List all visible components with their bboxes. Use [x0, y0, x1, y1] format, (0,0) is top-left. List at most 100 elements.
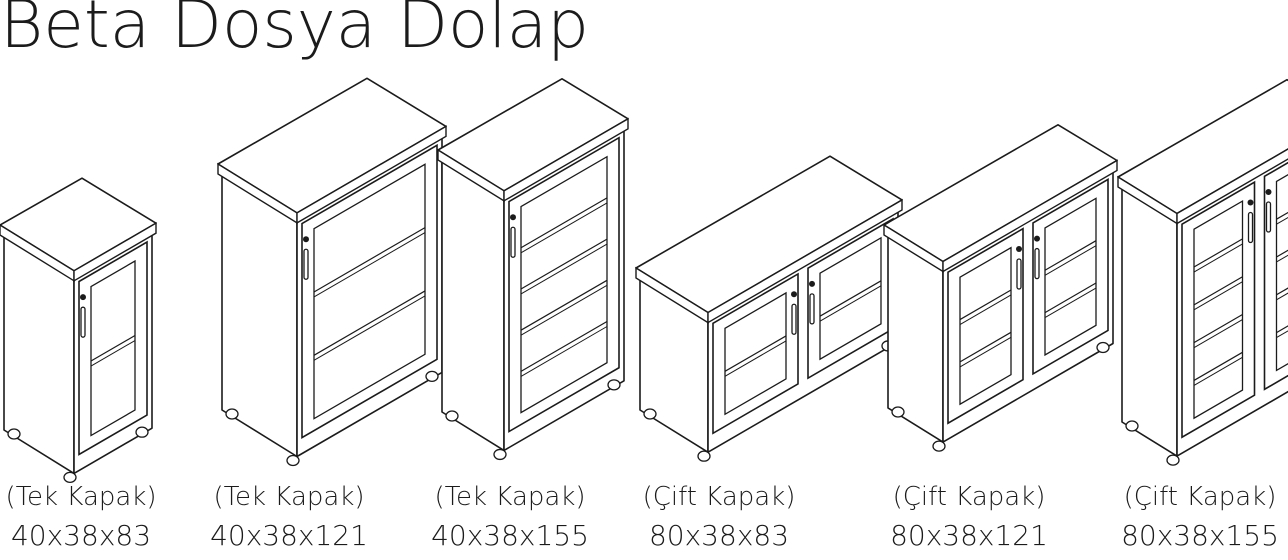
glass-panel: [520, 155, 608, 414]
cabinet-1: [0, 177, 157, 484]
foot: [643, 408, 657, 420]
edge-line: [959, 289, 1012, 321]
door-type-label: (Çift Kapak): [892, 482, 1046, 512]
door-type-label: (Tek Kapak): [434, 482, 586, 512]
handle: [1247, 211, 1254, 244]
door-type-label: (Tek Kapak): [213, 482, 365, 512]
edge-line: [1193, 351, 1243, 381]
edge-line: [1276, 249, 1288, 258]
door-frame: [1181, 180, 1256, 439]
edge-line: [1276, 287, 1288, 296]
edge-line: [520, 279, 608, 331]
product-caption-4: (Çift Kapak) 80x38x83: [619, 484, 819, 550]
cabinet-5: [883, 124, 1118, 452]
lock: [791, 291, 797, 298]
edge-line: [1193, 276, 1243, 306]
top-edge-front: [707, 198, 903, 324]
handle: [791, 303, 797, 335]
edge-line: [1044, 240, 1097, 271]
dimensions-label: 80x38x155: [1121, 519, 1279, 552]
lock: [809, 280, 815, 287]
dimensions-label: 40x38x83: [10, 519, 152, 552]
edge-line: [313, 290, 426, 356]
edge-line: [959, 294, 1012, 326]
handle: [809, 293, 815, 325]
lock: [1247, 199, 1254, 206]
handle: [1016, 258, 1022, 290]
foot: [63, 471, 77, 484]
lock: [1016, 246, 1022, 253]
edge-line: [313, 227, 426, 293]
edge-line: [520, 320, 608, 372]
top-edge-front: [296, 125, 447, 225]
foot: [697, 450, 711, 462]
foot: [891, 406, 905, 418]
door-frame: [301, 143, 438, 439]
edge-line: [1276, 216, 1288, 225]
edge-line: [959, 336, 1012, 368]
edge-line: [1276, 292, 1288, 301]
edge-line: [313, 232, 426, 298]
glass-panel: [1193, 199, 1244, 420]
product-caption-1: (Tek Kapak) 40x38x83: [0, 484, 181, 550]
handle: [1034, 247, 1040, 280]
edge-line: [724, 335, 787, 372]
edge-line: [1276, 330, 1288, 339]
foot: [932, 440, 946, 452]
edge-line: [1193, 356, 1243, 386]
edge-line: [520, 202, 608, 254]
edge-line: [520, 197, 608, 249]
edge-line: [520, 243, 608, 295]
top-edge-front: [942, 159, 1118, 273]
handle: [1265, 201, 1272, 233]
door-frame: [712, 272, 799, 435]
door-type-label: (Çift Kapak): [1123, 482, 1277, 512]
door-type-label: (Çift Kapak): [642, 482, 796, 512]
lock: [1034, 235, 1040, 242]
door-frame: [78, 240, 148, 456]
edge-line: [1193, 243, 1243, 273]
edge-line: [1276, 325, 1288, 334]
product-caption-3: (Tek Kapak) 40x38x155: [410, 484, 610, 550]
door-type-label: (Tek Kapak): [5, 482, 157, 512]
dimensions-label: 40x38x121: [210, 519, 368, 552]
dimensions-label: 40x38x155: [431, 519, 589, 552]
edge-line: [520, 284, 608, 336]
foot: [225, 408, 239, 420]
edge-line: [959, 331, 1012, 363]
edge-line: [90, 340, 136, 367]
top-edge-front: [1176, 148, 1288, 225]
glass-panel: [819, 236, 882, 361]
door-frame: [1032, 178, 1109, 376]
cabinet-6: [1117, 78, 1288, 466]
edge-line: [1193, 313, 1243, 344]
lock: [1265, 189, 1272, 196]
lock: [303, 236, 309, 243]
product-caption-5: (Çift Kapak) 80x38x121: [869, 484, 1069, 550]
dimensions-label: 80x38x121: [890, 519, 1048, 552]
edge-line: [1044, 287, 1097, 319]
edge-line: [819, 285, 882, 322]
cabinet-2: [217, 77, 447, 467]
door-frame: [508, 136, 620, 433]
foot: [445, 410, 459, 422]
edge-line: [1044, 245, 1097, 276]
edge-line: [1193, 319, 1243, 349]
glass-panel: [724, 291, 787, 416]
product-caption-2: (Tek Kapak) 40x38x121: [189, 484, 389, 550]
foot: [1096, 341, 1110, 354]
dimensions-label: 80x38x83: [648, 519, 790, 552]
top-edge-front: [503, 117, 629, 203]
edge-line: [520, 326, 608, 377]
edge-line: [313, 295, 426, 361]
handle: [80, 306, 86, 338]
foot: [7, 428, 21, 440]
top-edge-front: [73, 221, 157, 283]
edge-line: [724, 340, 787, 377]
edge-line: [819, 280, 882, 317]
edge-line: [1276, 254, 1288, 263]
foot: [286, 454, 300, 467]
foot: [135, 426, 149, 438]
cabinet-3: [437, 78, 629, 461]
